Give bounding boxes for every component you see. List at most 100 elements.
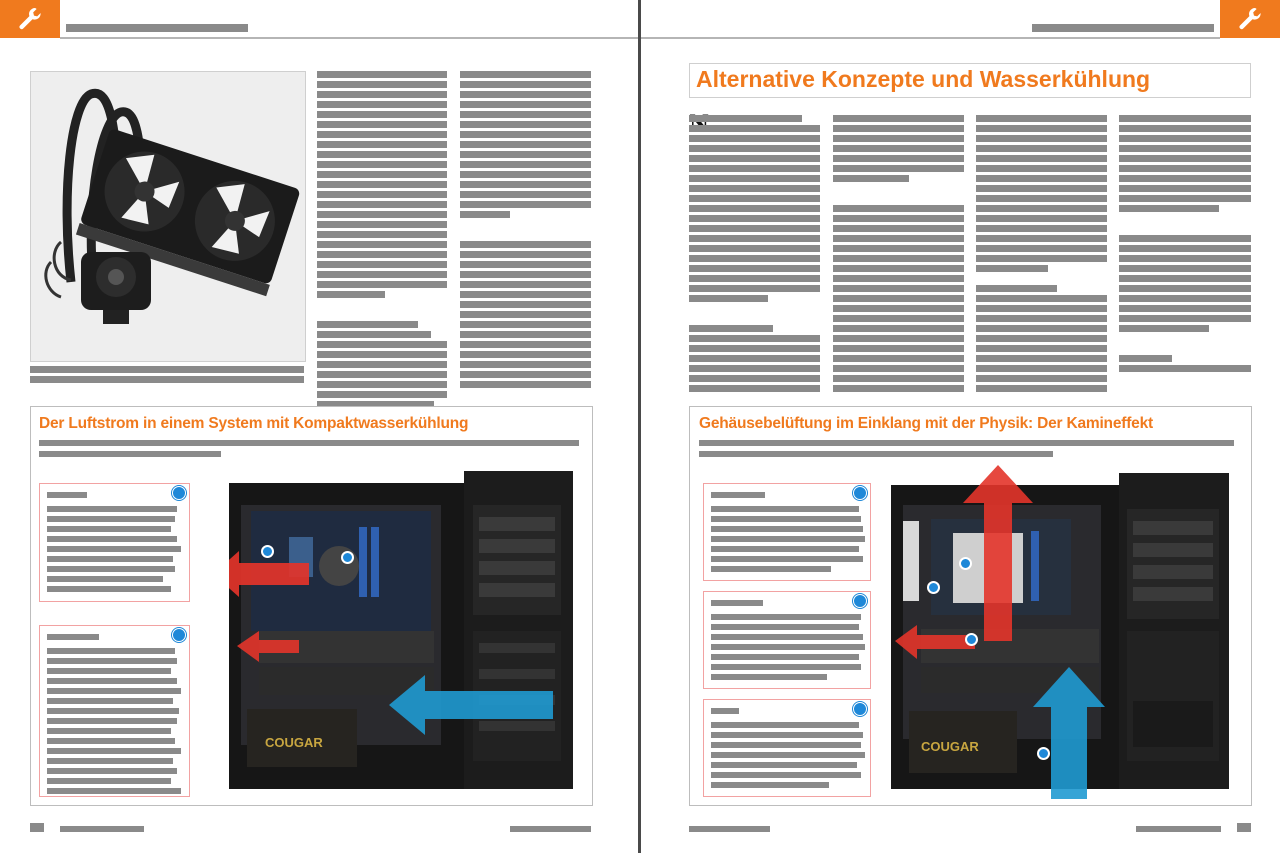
callout-text-line (711, 772, 861, 778)
text-line (976, 165, 1107, 172)
psu-brand-label: COUGAR (265, 735, 323, 750)
callout-text-line (47, 788, 181, 794)
text-line (317, 361, 447, 368)
callout-text-line (47, 586, 171, 592)
text-line (976, 315, 1107, 322)
text-line (460, 91, 591, 98)
callout-left-1 (39, 483, 190, 602)
text-line (317, 281, 447, 288)
text-line (460, 151, 591, 158)
text-line (317, 141, 447, 148)
text-line (976, 385, 1107, 392)
text-line (1119, 335, 1251, 342)
text-line (689, 225, 820, 232)
text-line (460, 351, 591, 358)
callout-text-line (711, 556, 863, 562)
text-line (460, 161, 591, 168)
text-line (317, 291, 385, 298)
text-line (976, 285, 1058, 292)
callout-text-line (47, 526, 171, 532)
text-line (317, 211, 447, 218)
callout-text-line (47, 768, 177, 774)
text-line (317, 301, 447, 308)
text-line (689, 325, 773, 332)
pc-case-photo-left: COUGAR (213, 471, 573, 789)
callout-text-line (711, 752, 865, 758)
marker-dot (965, 633, 978, 646)
text-line (460, 281, 591, 288)
text-line (976, 235, 1107, 242)
figure-box-right: Gehäusebelüftung im Einklang mit der Phy… (689, 406, 1252, 806)
photo-caption-line-1 (30, 366, 304, 373)
callout-marker (853, 594, 867, 608)
text-line (976, 305, 1107, 312)
text-line (1119, 175, 1251, 182)
running-header-right (1032, 24, 1214, 32)
text-line (976, 345, 1107, 352)
text-line (976, 355, 1107, 362)
text-line (689, 305, 820, 312)
text-line (317, 101, 447, 108)
text-line (1119, 135, 1251, 142)
text-line (833, 265, 964, 272)
callout-text-line (47, 492, 87, 498)
footer-right-1 (689, 826, 770, 832)
text-line (689, 375, 820, 382)
cooler-photo (30, 71, 306, 362)
text-line (1119, 225, 1251, 232)
text-line (833, 255, 964, 262)
text-line (460, 381, 591, 388)
text-line (460, 191, 591, 198)
wrench-icon (19, 8, 41, 30)
text-line (689, 255, 820, 262)
text-line (317, 251, 447, 258)
text-line (460, 241, 591, 248)
text-line (833, 165, 964, 172)
text-line (689, 265, 820, 272)
footer-right-2 (1136, 826, 1221, 832)
callout-text-line (47, 536, 177, 542)
text-line (976, 125, 1107, 132)
text-line (460, 331, 591, 338)
text-line (317, 91, 447, 98)
callout-text-line (47, 546, 181, 552)
marker-dot (927, 581, 940, 594)
text-line (833, 125, 964, 132)
callout-right-1 (703, 483, 871, 581)
text-line (976, 115, 1107, 122)
text-line (689, 295, 768, 302)
footer-left-2 (510, 826, 591, 832)
text-line (689, 365, 820, 372)
text-line (976, 275, 1107, 282)
text-line (976, 225, 1107, 232)
text-line (317, 391, 447, 398)
callout-text-line (47, 738, 175, 744)
text-line (460, 341, 591, 348)
callout-text-line (711, 516, 861, 522)
text-line (689, 285, 820, 292)
figure-title-left: Der Luftstrom in einem System mit Kompak… (39, 415, 469, 432)
text-line (976, 135, 1107, 142)
callout-text-line (711, 624, 859, 630)
text-line (317, 191, 447, 198)
marker-dot (341, 551, 354, 564)
callout-text-line (711, 762, 857, 768)
page-number-right (1237, 823, 1251, 832)
text-line (317, 171, 447, 178)
text-line (1119, 355, 1172, 362)
text-column-right-2 (833, 115, 964, 395)
text-line (833, 245, 964, 252)
text-line (460, 311, 591, 318)
text-line (317, 241, 447, 248)
text-line (1119, 205, 1220, 212)
callout-text-line (47, 658, 177, 664)
callout-text-line (711, 546, 859, 552)
running-header-left (66, 24, 248, 32)
text-line (689, 315, 820, 322)
text-line (1119, 285, 1251, 292)
text-line (1119, 255, 1251, 262)
text-line (689, 115, 802, 122)
text-column-right-3 (976, 115, 1107, 395)
text-line (689, 245, 820, 252)
text-line (976, 365, 1107, 372)
